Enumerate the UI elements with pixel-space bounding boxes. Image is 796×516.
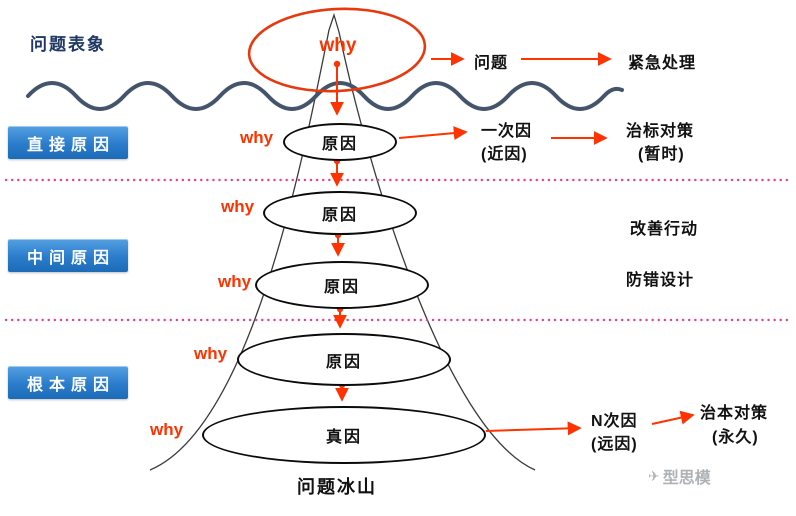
permanent-measure-label: 治本对策 — [700, 405, 769, 422]
why-label-2: why — [221, 197, 255, 216]
why-label-5: why — [150, 420, 184, 439]
true-cause-label: 真因 — [325, 429, 362, 446]
why-label-4: why — [194, 344, 228, 363]
cause-ellipse-1: 原因 — [283, 123, 397, 161]
first-cause-note: (近因) — [481, 146, 528, 163]
why-label-top: why — [319, 35, 357, 56]
water-wave-line — [26, 81, 624, 111]
symptomatic-measure-note: (暂时) — [638, 146, 685, 163]
diagram-title: 问题冰山 — [297, 477, 377, 497]
problem-label: 问题 — [474, 55, 509, 72]
watermark-logo-icon: ✈ — [648, 467, 660, 484]
n-cause-note: (远因) — [591, 436, 638, 453]
first-cause-label: 一次因 — [481, 123, 533, 140]
why-label-1: why — [240, 128, 274, 147]
cause-ellipse-2: 原因 — [263, 191, 417, 235]
top-why-circle — [247, 7, 427, 93]
n-cause-label: N次因 — [591, 413, 638, 430]
why-label-3: why — [218, 272, 252, 291]
cause-label-4: 原因 — [325, 353, 362, 371]
cause-ellipse-3: 原因 — [255, 261, 429, 309]
root-cause-box: 根本原因 — [8, 366, 128, 399]
cause-label-2: 原因 — [321, 207, 358, 224]
improvement-action-label: 改善行动 — [630, 221, 699, 238]
intermediate-cause-box: 中间原因 — [8, 239, 128, 272]
cause-label-3: 原因 — [323, 279, 360, 296]
cause-ellipse-4: 原因 — [237, 333, 451, 386]
watermark-text: 型思模 — [662, 470, 711, 487]
emergency-handling-label: 紧急处理 — [628, 55, 697, 72]
direct-cause-box: 直接原因 — [8, 126, 128, 159]
iceberg-outline — [149, 12, 536, 471]
permanent-measure-note: (永久) — [712, 429, 759, 446]
error-proof-design-label: 防错设计 — [626, 272, 695, 289]
true-cause-ellipse: 真因 — [202, 406, 486, 464]
cause-label-1: 原因 — [321, 136, 358, 153]
watermark: ✈ 型思模 — [648, 464, 711, 488]
flow-arrows — [398, 52, 695, 436]
symptomatic-measure-label: 治标对策 — [626, 123, 695, 140]
surface-label: 问题表象 — [30, 35, 106, 54]
